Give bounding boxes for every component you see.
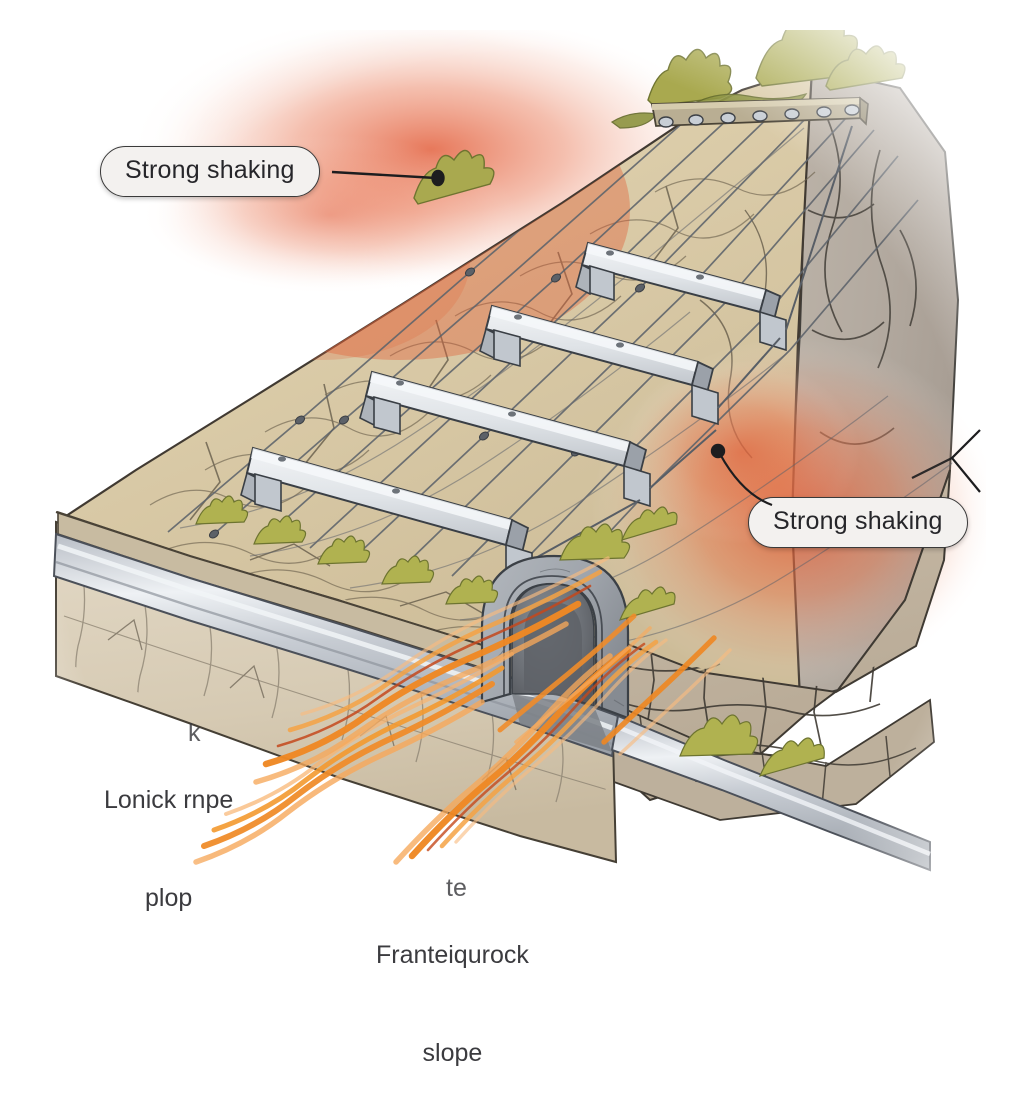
callout-strong-shaking-right[interactable]: Strong shaking <box>748 497 968 548</box>
callout-strong-shaking-left[interactable]: Strong shaking <box>100 146 320 197</box>
callout-label-text: Strong shaking <box>773 507 943 535</box>
label-line-1: Franteiqurock <box>376 941 529 969</box>
label-lonick-rnpe-plop: Lonick rnpe plop <box>104 719 233 947</box>
label-ghost-glyph-b: te <box>446 874 467 902</box>
label-ghost-glyph-a: k <box>188 719 201 747</box>
label-franteiqurock-slope: Franteiqurock slope <box>376 874 529 1102</box>
label-line-2: slope <box>422 1038 483 1067</box>
illustration-canvas: Strong shaking Strong shaking Lonick rnp… <box>0 0 1024 1067</box>
label-line-1: Lonick rnpe <box>104 786 234 814</box>
white-margins <box>0 0 1024 1024</box>
callout-label-text: Strong shaking <box>125 156 295 184</box>
label-line-2: plop <box>144 883 193 912</box>
